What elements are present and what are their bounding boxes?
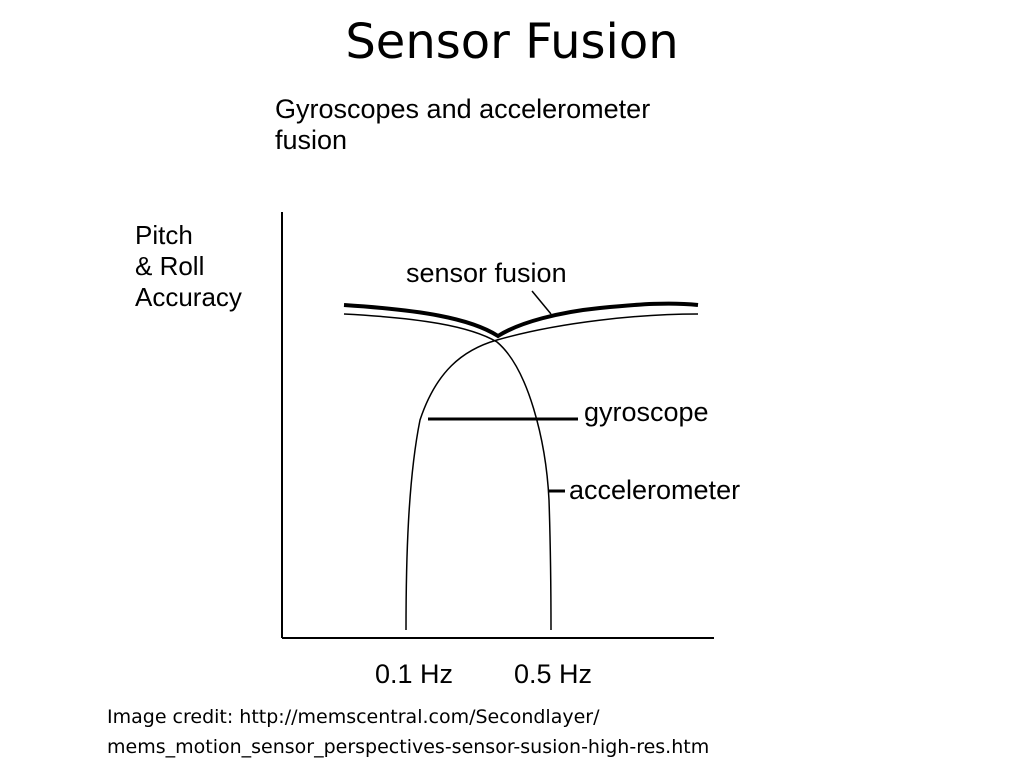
gyroscope-curve bbox=[405, 313, 699, 631]
x-tick-label: 0.5 Hz bbox=[514, 659, 593, 689]
slide-title: Sensor Fusion bbox=[345, 14, 679, 70]
sensor-fusion-leader bbox=[531, 290, 552, 315]
x-tick-label: 0.1 Hz bbox=[375, 659, 454, 689]
sensor-fusion-label: sensor fusion bbox=[406, 258, 567, 288]
image-credit-line: Image credit: http://memscentral.com/Sec… bbox=[107, 706, 600, 728]
image-credit-line: mems_motion_sensor_perspectives-sensor-s… bbox=[107, 736, 710, 758]
figure-title: Gyroscopes and accelerometer fusion bbox=[275, 94, 651, 155]
gyroscope-label: gyroscope bbox=[584, 397, 709, 427]
image-credit: Image credit: http://memscentral.com/Sec… bbox=[107, 702, 709, 762]
accelerometer-label: accelerometer bbox=[569, 475, 741, 505]
accelerometer-curve bbox=[343, 313, 552, 631]
y-axis-label: Pitch & Roll Accuracy bbox=[135, 220, 242, 312]
sensor-fusion-curve bbox=[343, 301, 699, 339]
